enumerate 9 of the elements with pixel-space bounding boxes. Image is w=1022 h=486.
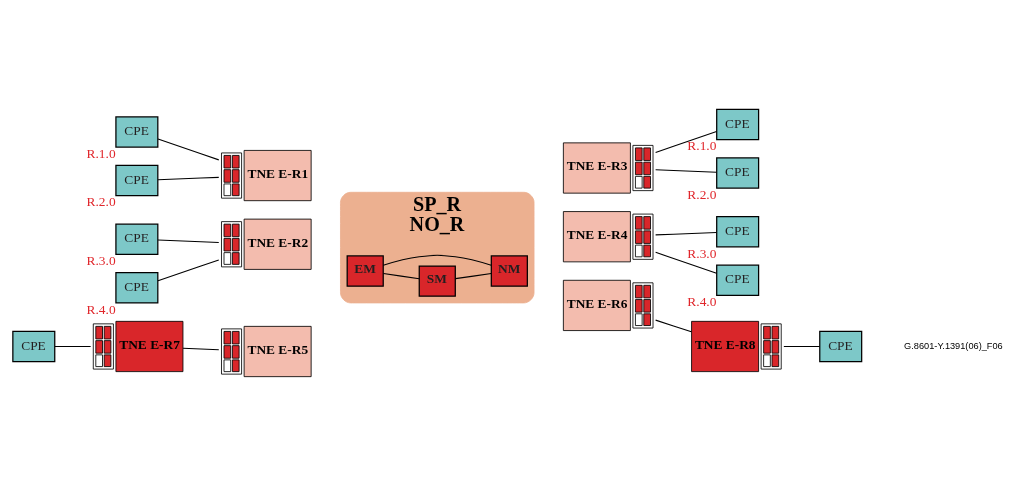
node-label: R.2.0 (687, 186, 717, 202)
node-label: R.4.0 (86, 301, 116, 317)
node-label: R.2.0 (86, 194, 116, 210)
node-label: R.3.0 (86, 253, 116, 269)
node-label: R.1.0 (86, 145, 116, 161)
node-label: R.3.0 (687, 245, 717, 261)
label: G.8601-Y.1391(06)_F06 (904, 340, 1003, 351)
node-label: R.1.0 (687, 138, 717, 154)
node-label: R.4.0 (687, 294, 717, 310)
